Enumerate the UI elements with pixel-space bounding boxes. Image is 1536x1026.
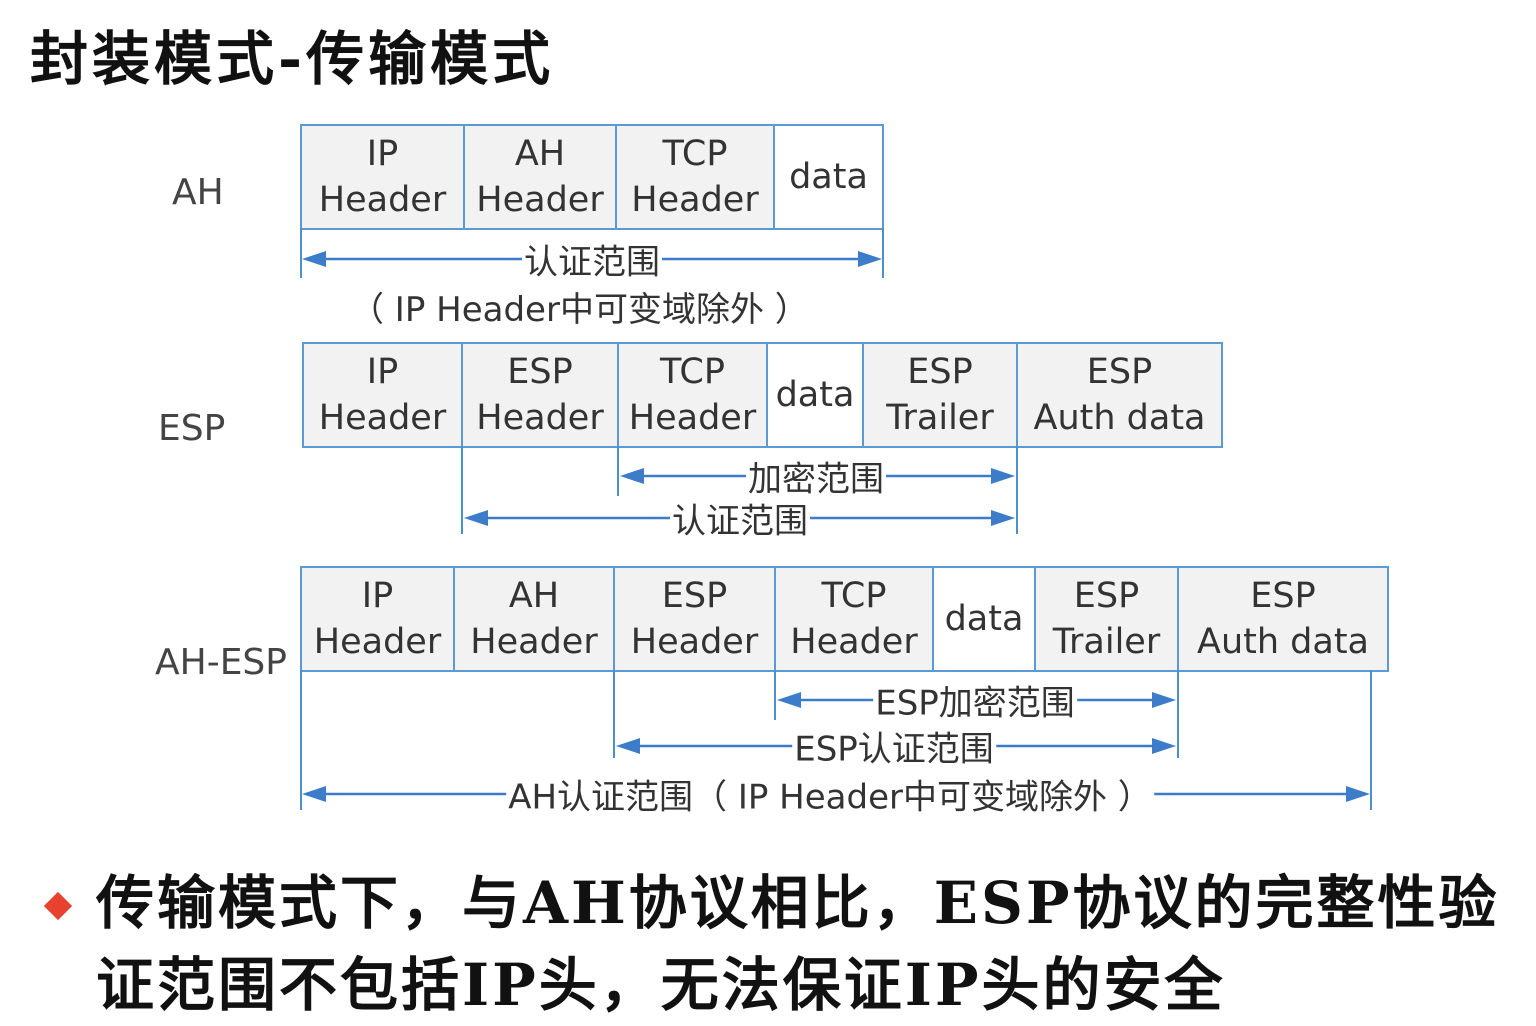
cell-tcp-header: TCP Header (774, 566, 934, 672)
ah-left-bound (300, 228, 302, 278)
cell-data: data (766, 342, 864, 448)
ahesp-esp-encrypt-left-bound (774, 670, 776, 720)
esp-encrypt-range-label: 加密范围 (746, 451, 886, 501)
cell-esp-auth-data: ESP Auth data (1177, 566, 1389, 672)
cell-esp-header: ESP Header (461, 342, 619, 448)
ahesp-esp-right-bound (1177, 670, 1179, 758)
row-label-esp: ESP (158, 408, 226, 449)
esp-encrypt-range-arrow: 加密范围 (620, 451, 1015, 501)
esp-right-bound (1016, 446, 1018, 534)
ah-right-bound (882, 228, 884, 278)
bullet-text: 传输模式下，与AH协议相比，ESP协议的完整性验证范围不包括IP头，无法保证IP… (96, 869, 1500, 1019)
row-label-ah: AH (172, 172, 224, 213)
cell-esp-auth-data: ESP Auth data (1016, 342, 1223, 448)
cell-esp-header: ESP Header (613, 566, 776, 672)
ahesp-esp-auth-range-label: ESP认证范围 (792, 721, 996, 771)
ahesp-esp-auth-left-bound (613, 670, 615, 758)
cell-ip-header: IP Header (300, 124, 465, 230)
cell-ip-header: IP Header (300, 566, 455, 672)
esp-auth-range-arrow: 认证范围 (464, 493, 1015, 543)
diamond-bullet-icon (43, 891, 73, 921)
cell-ip-header: IP Header (302, 342, 463, 448)
ahesp-esp-encrypt-range-label: ESP加密范围 (873, 675, 1077, 725)
row-label-ah-esp: AH-ESP (155, 642, 287, 683)
cell-ah-header: AH Header (463, 124, 617, 230)
ahesp-ah-left-bound (300, 670, 302, 810)
ah-auth-range-label: 认证范围 (522, 234, 662, 284)
cell-data: data (932, 566, 1036, 672)
ahesp-ah-auth-range-label: AH认证范围（ IP Header中可变域除外 ） (506, 769, 1154, 819)
cell-esp-trailer: ESP Trailer (1034, 566, 1179, 672)
cell-tcp-header: TCP Header (617, 342, 768, 448)
ah-auth-note: （ IP Header中可变域除外 ） (350, 290, 809, 330)
ahesp-ah-auth-range-arrow: AH认证范围（ IP Header中可变域除外 ） (302, 769, 1370, 819)
esp-encrypt-left-bound (617, 446, 619, 496)
ahesp-esp-encrypt-range-arrow: ESP加密范围 (777, 675, 1176, 725)
cell-ah-header: AH Header (453, 566, 615, 672)
cell-esp-trailer: ESP Trailer (862, 342, 1018, 448)
esp-auth-range-label: 认证范围 (670, 493, 810, 543)
cell-tcp-header: TCP Header (615, 124, 775, 230)
ah-auth-range-arrow: 认证范围 (302, 234, 882, 284)
ahesp-ah-right-bound (1370, 670, 1372, 810)
esp-auth-left-bound (461, 446, 463, 534)
cell-data: data (773, 124, 884, 230)
page-title: 封装模式-传输模式 (30, 25, 555, 93)
ahesp-esp-auth-range-arrow: ESP认证范围 (616, 721, 1176, 771)
